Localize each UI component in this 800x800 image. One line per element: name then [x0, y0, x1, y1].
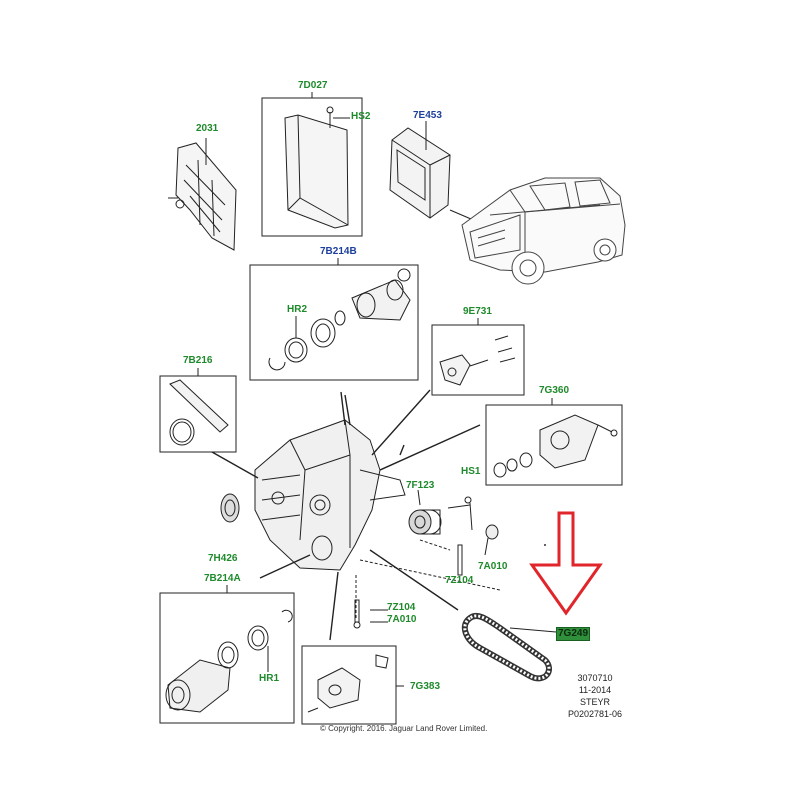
- part-label-HR1: HR1: [259, 673, 280, 684]
- vehicle-drawing: [461, 177, 626, 285]
- part-label-7G249: 7G249: [556, 627, 591, 641]
- part-label-7H426: 7H426: [208, 553, 238, 564]
- sensor-7G383-drawing: [307, 654, 389, 713]
- part-label-HR2: HR2: [287, 304, 308, 315]
- tool-7B216-drawing: [169, 379, 229, 446]
- stamp-line-3: STEYR: [579, 697, 610, 707]
- bushing-7A010-drawing: [484, 524, 499, 556]
- part-label-7B214A: 7B214A: [204, 573, 241, 584]
- module-7D027-drawing: [284, 106, 350, 229]
- part-label-7Z104-lower: 7Z104: [387, 602, 416, 613]
- copyright-notice: © Copyright. 2016. Jaguar Land Rover Lim…: [320, 724, 488, 733]
- stamp-line-2: 11-2014: [578, 685, 612, 695]
- part-label-7A010-lower: 7A010: [387, 614, 417, 625]
- sensor-9E731-drawing: [439, 335, 516, 386]
- part-label-HS2: HS2: [351, 111, 371, 122]
- stamp-line-1: 3070710: [577, 673, 613, 683]
- transfer-case-drawing: [254, 419, 406, 571]
- part-label-HS1: HS1: [461, 466, 481, 477]
- red-arrow-icon: [529, 511, 603, 616]
- stamp-line-4: P0202781-06: [567, 709, 623, 719]
- seal-7H426-drawing: [220, 493, 240, 523]
- chain-7G249-drawing: [461, 612, 557, 682]
- leader-lines: [211, 389, 481, 641]
- pin-7Z104-drawing: [457, 544, 463, 576]
- part-label-7B214B: 7B214B: [320, 246, 357, 257]
- part-label-7D027: 7D027: [298, 80, 328, 91]
- reference-stamp: 3070710 11-2014 STEYR P0202781-06: [560, 672, 630, 720]
- gear-7F123-drawing: [408, 489, 442, 535]
- motor-7G360-drawing: [493, 414, 618, 478]
- front-flange-drawing: [165, 609, 293, 713]
- part-label-2031: 2031: [196, 123, 219, 134]
- bracket-2031-drawing: [168, 138, 237, 251]
- box-7B216: [159, 375, 237, 453]
- part-label-7A010-upper: 7A010: [478, 561, 508, 572]
- part-label-7G360: 7G360: [539, 385, 570, 396]
- bolt-lower-drawing: [353, 599, 361, 629]
- part-label-7Z104-upper: 7Z104: [445, 575, 474, 586]
- box-7G360: [485, 404, 623, 486]
- pin-HS1-drawing: [447, 496, 473, 531]
- box-7G383: [301, 645, 397, 725]
- part-label-7E453: 7E453: [413, 110, 442, 121]
- box-7B214B: [249, 264, 419, 381]
- output-flange-drawing: [268, 268, 411, 371]
- module-7E453-drawing: [389, 121, 486, 226]
- part-label-7F123: 7F123: [406, 480, 435, 491]
- part-label-9E731: 9E731: [463, 306, 492, 317]
- part-label-7B216: 7B216: [183, 355, 213, 366]
- part-label-7G383: 7G383: [410, 681, 441, 692]
